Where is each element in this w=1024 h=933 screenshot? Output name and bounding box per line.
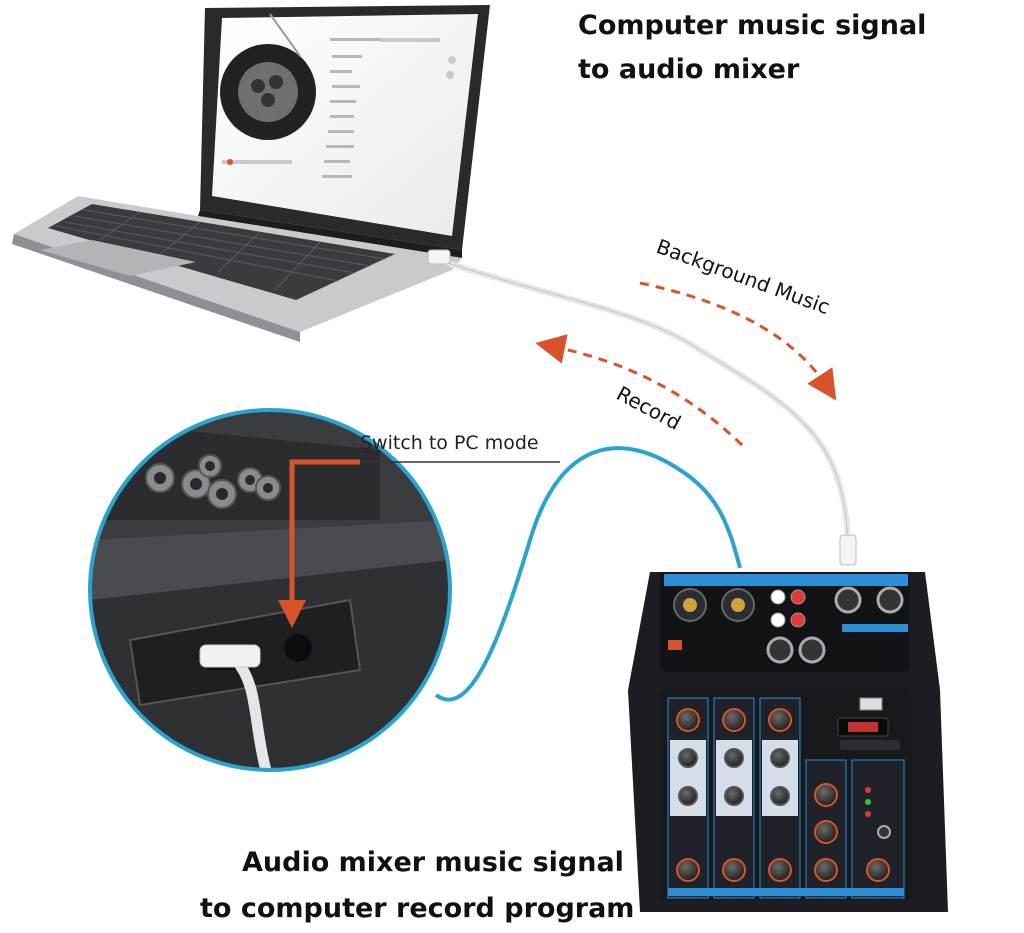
bottom-caption: Audio mixer music signal to computer rec… — [200, 840, 634, 932]
mixer-knobs — [676, 708, 890, 882]
mixer-usb-port — [859, 697, 883, 711]
mixer-top-strip — [664, 574, 908, 586]
usb-plug-laptop — [427, 249, 451, 265]
pc-mode-switch — [284, 634, 312, 662]
background-music-label: Background Music — [653, 234, 833, 319]
bottom-caption-line1: Audio mixer music signal — [242, 847, 624, 878]
album-art — [238, 62, 298, 122]
switch-pointer-line — [289, 459, 360, 610]
background-music-arrow — [639, 281, 837, 401]
usb-plug-side — [199, 644, 261, 668]
top-caption-line1: Computer music signal — [578, 10, 927, 41]
switch-mode-label: Switch to PC mode — [360, 432, 539, 454]
audio-mixer — [628, 572, 948, 912]
zoom-callout — [88, 408, 452, 772]
usb-plug-mixer — [839, 534, 857, 566]
bottom-caption-line2: to computer record program — [200, 893, 635, 924]
switch-pointer-head — [278, 600, 306, 628]
usb-cable-shadow — [444, 261, 849, 546]
laptop-touchpad — [40, 240, 196, 276]
record-label: Record — [613, 381, 685, 435]
mixer-eq-knobs — [678, 748, 790, 806]
laptop-keyboard — [48, 204, 395, 300]
top-caption: Computer music signal to audio mixer — [578, 4, 926, 92]
callout-cable-blue — [434, 446, 742, 702]
top-caption-line2: to audio mixer — [578, 54, 800, 85]
laptop — [12, 5, 490, 342]
lyric-lines — [322, 38, 385, 178]
zoom-callout-ring — [88, 408, 452, 772]
